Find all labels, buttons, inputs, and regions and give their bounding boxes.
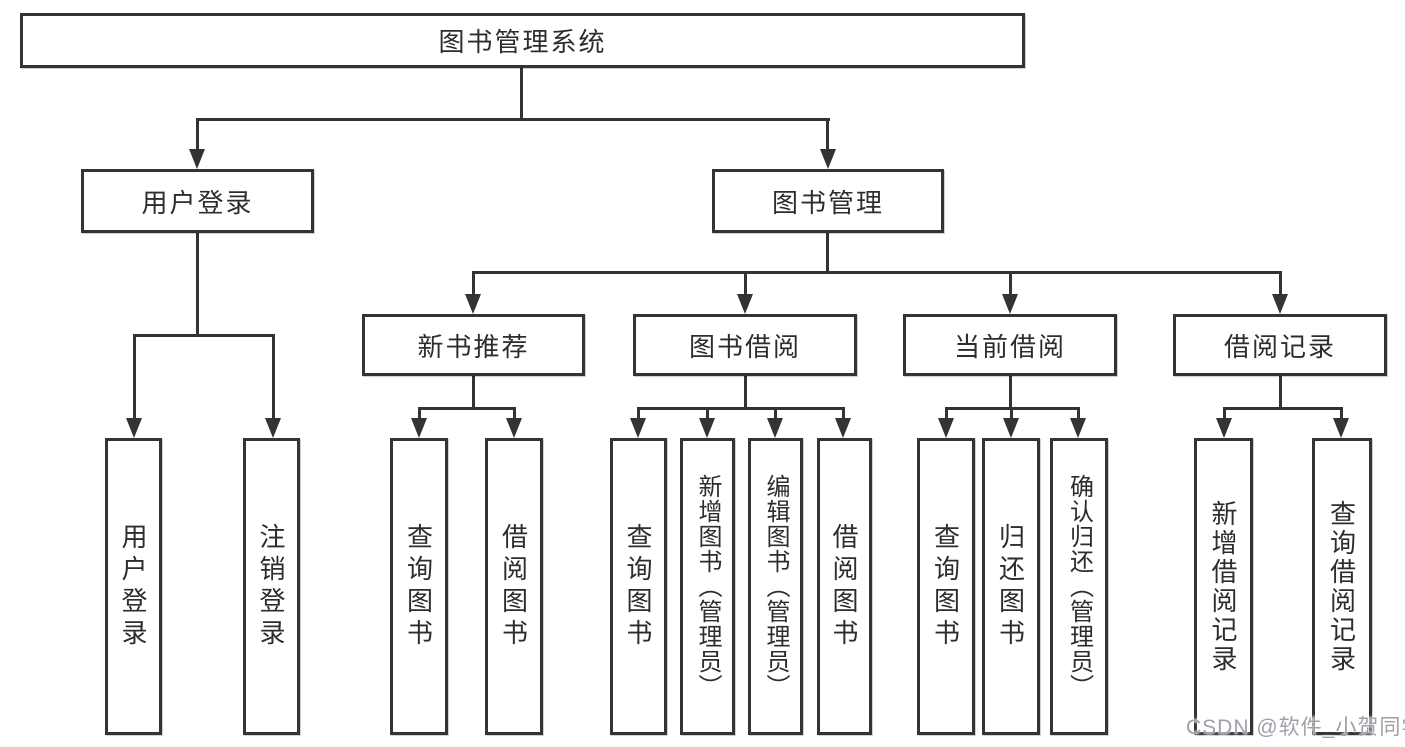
connector-line: [418, 407, 516, 410]
connector-line: [513, 407, 516, 420]
connector-line: [196, 118, 199, 152]
leaf-return-book: 归还图书: [982, 438, 1040, 735]
connector-line: [1010, 407, 1013, 420]
leaf-query-borrow-record: 查询借阅记录: [1312, 438, 1372, 735]
arrow-down-icon: [1003, 418, 1019, 438]
node-book-management-label: 图书管理: [771, 187, 884, 218]
leaf-logout-label: 注销登录: [256, 522, 286, 651]
leaf-edit-book-admin-label: 编辑图书（管理员）: [762, 474, 789, 699]
connector-line: [272, 334, 275, 420]
node-root-label: 图书管理系统: [438, 27, 607, 57]
arrow-down-icon: [938, 418, 954, 438]
leaf-return-book-label: 归还图书: [995, 522, 1026, 651]
node-current-borrow-label: 当前借阅: [953, 331, 1066, 362]
leaf-user-login-label: 用户登录: [118, 522, 148, 651]
leaf-borrow-books-recommend-label: 借阅图书: [498, 522, 529, 651]
node-borrow-records-label: 借阅记录: [1223, 331, 1336, 362]
arrow-down-icon: [699, 418, 715, 438]
connector-line: [826, 118, 829, 152]
leaf-query-books-recommend-label: 查询图书: [403, 522, 434, 651]
arrow-down-icon: [465, 294, 481, 314]
arrow-down-icon: [767, 418, 783, 438]
connector-line: [1223, 407, 1226, 420]
node-book-borrow-label: 图书借阅: [688, 331, 801, 362]
connector-line: [1340, 407, 1343, 420]
node-borrow-records: 借阅记录: [1173, 314, 1387, 376]
leaf-query-books-current: 查询图书: [917, 438, 975, 735]
leaf-logout: 注销登录: [243, 438, 300, 735]
arrow-down-icon: [506, 418, 522, 438]
connector-line: [774, 407, 777, 420]
connector-line: [1223, 407, 1343, 410]
leaf-query-books-borrow-label: 查询图书: [623, 522, 653, 651]
arrow-down-icon: [411, 418, 427, 438]
connector-line: [520, 66, 523, 120]
leaf-add-book-admin-label: 新增图书（管理员）: [694, 474, 721, 699]
leaf-query-books-recommend: 查询图书: [390, 438, 448, 735]
connector-line: [133, 334, 136, 420]
leaf-query-borrow-record-label: 查询借阅记录: [1326, 499, 1357, 674]
arrow-down-icon: [189, 149, 205, 169]
leaf-add-borrow-record-label: 新增借阅记录: [1208, 499, 1238, 674]
arrow-down-icon: [265, 418, 281, 438]
connector-line: [472, 271, 1282, 274]
arrow-down-icon: [835, 418, 851, 438]
leaf-confirm-return-admin-label: 确认归还（管理员）: [1065, 474, 1093, 699]
connector-line: [1077, 407, 1080, 420]
connector-line: [1279, 271, 1282, 296]
arrow-down-icon: [1070, 418, 1086, 438]
connector-line: [744, 271, 747, 296]
leaf-borrow-books-recommend: 借阅图书: [485, 438, 543, 735]
node-new-book-recommend: 新书推荐: [362, 314, 585, 376]
arrow-down-icon: [820, 149, 836, 169]
node-user-login: 用户登录: [81, 169, 314, 233]
arrow-down-icon: [1002, 294, 1018, 314]
leaf-confirm-return-admin: 确认归还（管理员）: [1050, 438, 1108, 735]
node-book-borrow: 图书借阅: [633, 314, 857, 376]
connector-line: [1009, 376, 1012, 409]
arrow-down-icon: [630, 418, 646, 438]
node-new-book-recommend-label: 新书推荐: [417, 331, 530, 362]
leaf-query-books-borrow: 查询图书: [610, 438, 667, 735]
leaf-borrow-books-2-label: 借阅图书: [829, 522, 859, 651]
connector-line: [1009, 271, 1012, 296]
connector-line: [637, 407, 845, 410]
leaf-add-book-admin: 新增图书（管理员）: [680, 438, 735, 735]
connector-line: [945, 407, 948, 420]
connector-line: [744, 376, 747, 409]
arrow-down-icon: [737, 294, 753, 314]
connector-line: [1279, 376, 1282, 409]
watermark: CSDN @软件_小贺同学: [1186, 716, 1405, 739]
connector-line: [472, 271, 475, 296]
arrow-down-icon: [1216, 418, 1232, 438]
node-current-borrow: 当前借阅: [903, 314, 1117, 376]
arrow-down-icon: [126, 418, 142, 438]
node-book-management: 图书管理: [712, 169, 944, 233]
leaf-borrow-books-2: 借阅图书: [817, 438, 872, 735]
node-user-login-label: 用户登录: [141, 187, 254, 218]
connector-line: [133, 334, 275, 337]
leaf-user-login: 用户登录: [105, 438, 162, 735]
connector-line: [842, 407, 845, 420]
arrow-down-icon: [1333, 418, 1349, 438]
connector-line: [196, 233, 199, 337]
connector-line: [472, 376, 475, 409]
connector-line: [637, 407, 640, 420]
arrow-down-icon: [1272, 294, 1288, 314]
leaf-edit-book-admin: 编辑图书（管理员）: [748, 438, 803, 735]
leaf-query-books-current-label: 查询图书: [930, 522, 961, 651]
leaf-add-borrow-record: 新增借阅记录: [1194, 438, 1253, 735]
connector-line: [706, 407, 709, 420]
connector-line: [826, 233, 829, 274]
node-root: 图书管理系统: [20, 13, 1025, 68]
connector-line: [196, 118, 830, 121]
connector-line: [418, 407, 421, 420]
